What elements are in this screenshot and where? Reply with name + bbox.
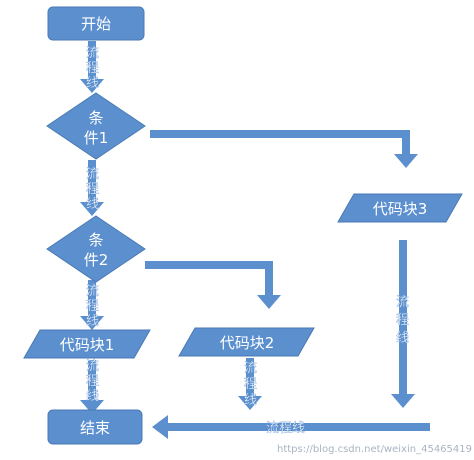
svg-text:线: 线 bbox=[86, 389, 99, 404]
svg-text:线: 线 bbox=[86, 76, 99, 91]
svg-text:流: 流 bbox=[86, 46, 99, 61]
svg-text:线: 线 bbox=[244, 393, 257, 408]
node-start: 开始 bbox=[47, 6, 145, 41]
flow-label-cond1-cond2: 流 程 线 bbox=[86, 167, 99, 212]
connector-block1-to-end bbox=[80, 360, 104, 414]
flow-label-block2-down: 流 程 线 bbox=[244, 361, 257, 408]
svg-text:程: 程 bbox=[86, 299, 99, 314]
node-block2-label: 代码块2 bbox=[220, 334, 275, 352]
node-block3-label: 代码块3 bbox=[373, 200, 428, 218]
node-cond2-label-line1: 条 bbox=[88, 231, 103, 249]
svg-text:流: 流 bbox=[396, 295, 409, 310]
svg-text:程: 程 bbox=[86, 374, 99, 389]
connector-block3-down bbox=[391, 240, 415, 408]
svg-text:流: 流 bbox=[86, 284, 99, 299]
svg-text:流: 流 bbox=[86, 167, 99, 182]
flow-label-block3-down: 流 程 线 bbox=[396, 295, 409, 346]
node-cond2-label-line2: 件2 bbox=[84, 251, 109, 269]
node-block1: 代码块1 bbox=[23, 329, 151, 359]
svg-text:线: 线 bbox=[86, 197, 99, 212]
node-cond1: 条 件1 bbox=[46, 92, 146, 160]
node-cond1-label-line2: 件1 bbox=[84, 129, 109, 147]
flow-label-cond2-block1: 流 程 线 bbox=[86, 284, 99, 329]
svg-text:流: 流 bbox=[244, 361, 257, 376]
flow-label-merge: 流程线 bbox=[266, 421, 305, 436]
svg-text:流: 流 bbox=[86, 359, 99, 374]
watermark-text: https://blog.csdn.net/weixin_45465419 bbox=[277, 444, 472, 455]
node-end: 结束 bbox=[47, 409, 143, 445]
node-cond2: 条 件2 bbox=[46, 215, 146, 283]
node-end-label: 结束 bbox=[80, 419, 110, 437]
connector-cond1-to-cond2 bbox=[80, 160, 104, 216]
connector-cond2-to-block2 bbox=[145, 261, 281, 309]
svg-text:程: 程 bbox=[244, 377, 257, 392]
connector-block2-down bbox=[238, 358, 262, 410]
connector-start-to-cond1 bbox=[80, 41, 104, 93]
svg-text:程: 程 bbox=[86, 61, 99, 76]
node-block3: 代码块3 bbox=[337, 193, 463, 223]
svg-text:线: 线 bbox=[86, 314, 99, 329]
node-block2: 代码块2 bbox=[178, 327, 315, 357]
connector-cond1-to-block3 bbox=[150, 130, 418, 168]
svg-text:程: 程 bbox=[86, 182, 99, 197]
flow-label-block1-end: 流 程 线 bbox=[86, 359, 99, 404]
connector-cond2-to-block1 bbox=[80, 280, 104, 330]
node-block1-label: 代码块1 bbox=[60, 336, 115, 354]
svg-text:线: 线 bbox=[396, 331, 409, 346]
svg-text:程: 程 bbox=[396, 313, 409, 328]
flow-label-start-cond1: 流 程 线 bbox=[86, 46, 99, 91]
node-start-label: 开始 bbox=[81, 15, 111, 33]
connector-merge-to-end bbox=[152, 415, 430, 439]
node-cond1-label-line1: 条 bbox=[88, 109, 103, 127]
